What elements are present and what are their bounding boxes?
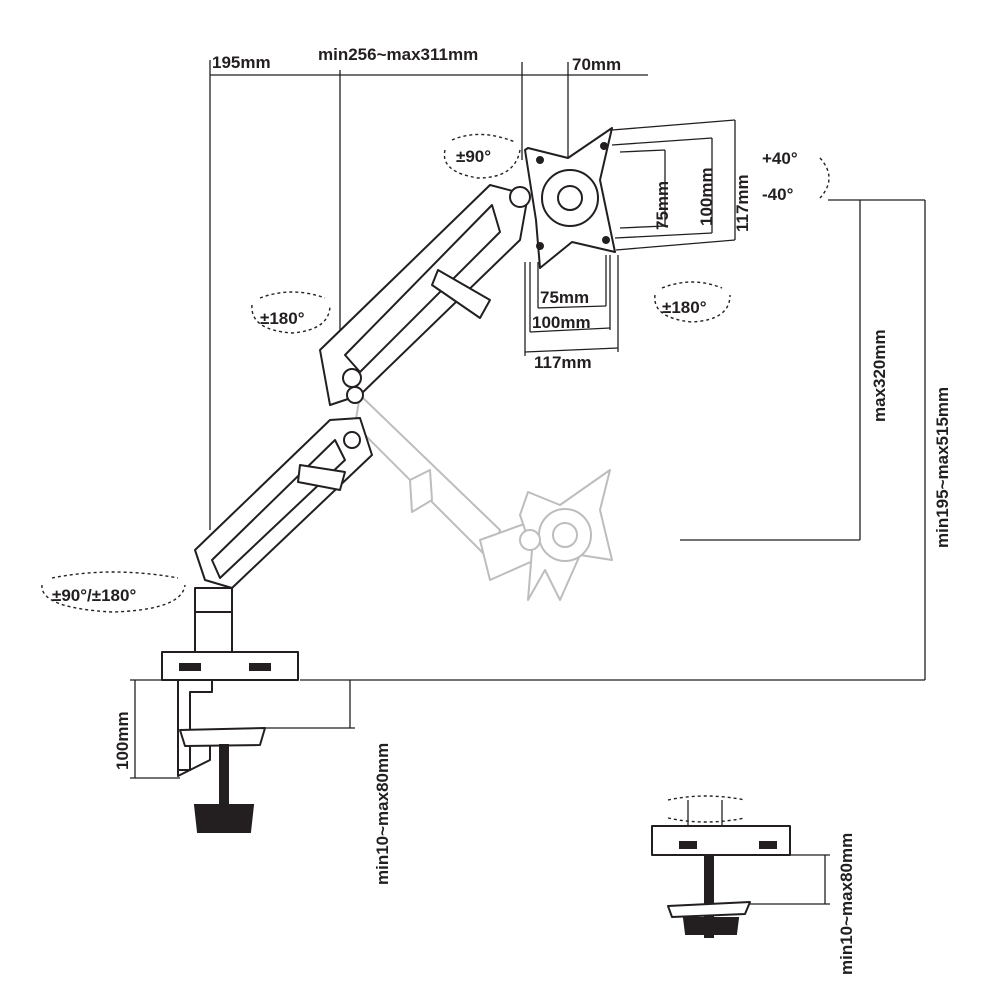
lower-arm [194, 417, 373, 589]
label-height-max: max320mm [870, 329, 889, 422]
label-offset-195: 195mm [212, 53, 271, 72]
arm-base [161, 587, 299, 681]
label-vesa-v-117: 117mm [733, 174, 752, 232]
label-vesa-h-100: 100mm [532, 313, 591, 332]
label-vesa-v-100: 100mm [697, 167, 716, 226]
label-vesa-h-75: 75mm [540, 288, 589, 307]
upper-arm [319, 184, 531, 406]
desk-clamp [177, 679, 266, 833]
height-dimension-lines [300, 199, 926, 681]
label-vesa-h-117: 117mm [534, 353, 592, 372]
vesa-vertical-dimensions [611, 119, 736, 251]
label-upper-arm-rotation: ±180° [260, 309, 305, 328]
label-grommet-desk-thickness: min10~max80mm [837, 833, 856, 975]
vesa-plate [524, 127, 616, 269]
label-height-range: min195~max515mm [933, 387, 952, 548]
label-arm-reach: min256~max311mm [318, 45, 478, 64]
grommet-mount-inset [651, 795, 830, 938]
label-vesa-v-75: 75mm [653, 181, 672, 230]
vesa-horizontal-dimensions [524, 255, 619, 356]
ghost-lowered-arm [354, 394, 613, 601]
label-tilt-down: -40° [762, 185, 794, 204]
top-dimension-lines [209, 60, 648, 530]
label-clamp-height: 100mm [113, 711, 132, 770]
dimension-labels: 195mm min256~max311mm 70mm ±90° +40° -40… [52, 45, 952, 975]
clamp-dimension-lines [130, 679, 355, 779]
label-desk-thickness: min10~max80mm [373, 743, 392, 885]
rotation-indicators [41, 133, 830, 613]
label-plate-offset: 70mm [572, 55, 621, 74]
label-base-rotation: ±90°/±180° [52, 586, 136, 605]
label-plate-rotation: ±90° [456, 147, 491, 166]
label-tilt-up: +40° [762, 149, 798, 168]
label-plate-swivel: ±180° [662, 298, 707, 317]
